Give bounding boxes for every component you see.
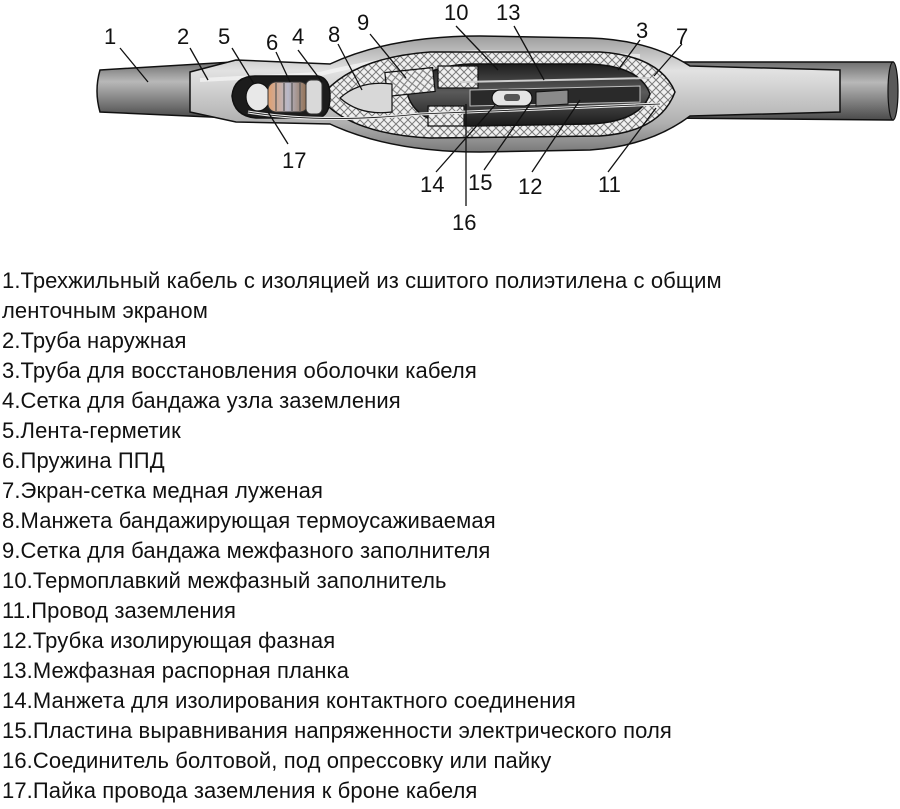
callout-17: 17 bbox=[282, 148, 306, 173]
legend-item: 3.Труба для восстановления оболочки кабе… bbox=[2, 358, 477, 383]
bandage-cuff bbox=[339, 82, 393, 114]
legend-item: 16.Соединитель болтовой, под опрессовку … bbox=[2, 748, 552, 773]
grounding-wire-outline bbox=[247, 103, 661, 119]
legend-item: 6.Пружина ППД bbox=[2, 448, 165, 473]
callout-14: 14 bbox=[420, 172, 444, 197]
callout-13: 13 bbox=[496, 0, 520, 25]
mesh-bandage-mid bbox=[437, 65, 479, 89]
callout-16: 16 bbox=[452, 210, 476, 235]
stress-plate bbox=[535, 89, 569, 107]
legend-item: 14.Манжета для изолирования контактного … bbox=[2, 688, 576, 713]
legend-item: 17.Пайка провода заземления к броне кабе… bbox=[2, 778, 478, 803]
legend-item: 12.Трубка изолирующая фазная bbox=[2, 628, 336, 653]
connector-slot bbox=[504, 94, 520, 101]
callout-9: 9 bbox=[357, 10, 369, 35]
legend-item: 2.Труба наружная bbox=[2, 328, 187, 353]
callout-5: 5 bbox=[218, 24, 230, 49]
callout-8: 8 bbox=[328, 22, 340, 47]
spacer-bar bbox=[459, 77, 651, 83]
callout-3: 3 bbox=[636, 18, 648, 43]
callout-4: 4 bbox=[292, 24, 304, 49]
cable-joint-diagram: 1 2 5 6 4 8 9 10 13 3 7 17 14 15 16 12 1… bbox=[96, 0, 899, 235]
callout-2: 2 bbox=[177, 24, 189, 49]
callout-1: 1 bbox=[104, 24, 116, 49]
callout-6: 6 bbox=[266, 30, 278, 55]
callout-15: 15 bbox=[468, 170, 492, 195]
callout-10: 10 bbox=[444, 0, 468, 25]
cable-right-end bbox=[887, 61, 899, 121]
spring-coils bbox=[275, 83, 301, 111]
spring bbox=[267, 81, 309, 113]
parts-legend: 1.Трехжильный кабель с изоляцией из сшит… bbox=[2, 266, 898, 806]
legend-item: 5.Лента-герметик bbox=[2, 418, 181, 443]
legend-item: 1.Трехжильный кабель с изоляцией из сшит… bbox=[2, 268, 722, 323]
legend-item: 11.Провод заземления bbox=[2, 598, 237, 623]
sealing-tape bbox=[305, 79, 323, 115]
legend-item: 8.Манжета бандажирующая термоусаживаемая bbox=[2, 508, 496, 533]
legend-item: 7.Экран-сетка медная луженая bbox=[2, 478, 324, 503]
leader-lines bbox=[119, 25, 683, 206]
legend-item: 10.Термоплавкий межфазный заполнитель bbox=[2, 568, 447, 593]
legend-item: 9.Сетка для бандажа межфазного заполните… bbox=[2, 538, 491, 563]
legend-item: 4.Сетка для бандажа узла заземления bbox=[2, 388, 401, 413]
legend-item: 13.Межфазная распорная планка bbox=[2, 658, 350, 683]
legend-item: 15.Пластина выравнивания напряженности э… bbox=[2, 718, 672, 743]
solder-point bbox=[245, 82, 271, 112]
mesh-bandage-bottom bbox=[427, 105, 465, 127]
callout-11: 11 bbox=[598, 172, 621, 197]
callout-12: 12 bbox=[518, 174, 542, 199]
callout-7: 7 bbox=[676, 24, 688, 49]
